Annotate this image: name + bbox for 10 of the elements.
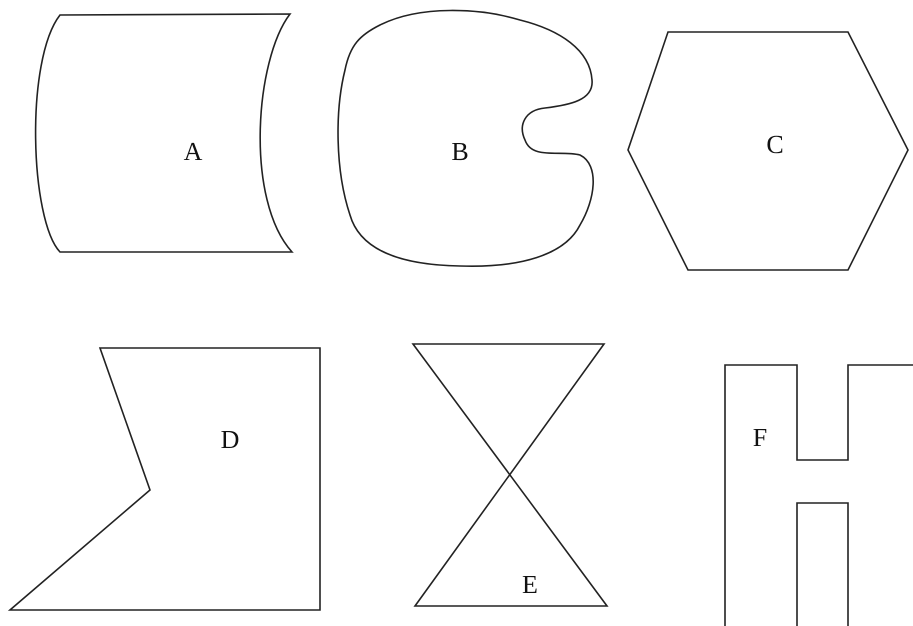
shape-letter: C <box>766 132 784 158</box>
hexagon-shape <box>626 30 910 272</box>
hourglass-shape <box>411 342 609 608</box>
notched-polygon-shape <box>8 346 322 612</box>
shape-letter: A <box>184 139 202 165</box>
h-shape <box>723 363 913 626</box>
shape-letter: B <box>451 139 469 165</box>
shape-letter: F <box>752 425 768 451</box>
shape-letter: E <box>522 572 538 598</box>
shape-letter: D <box>220 427 240 453</box>
